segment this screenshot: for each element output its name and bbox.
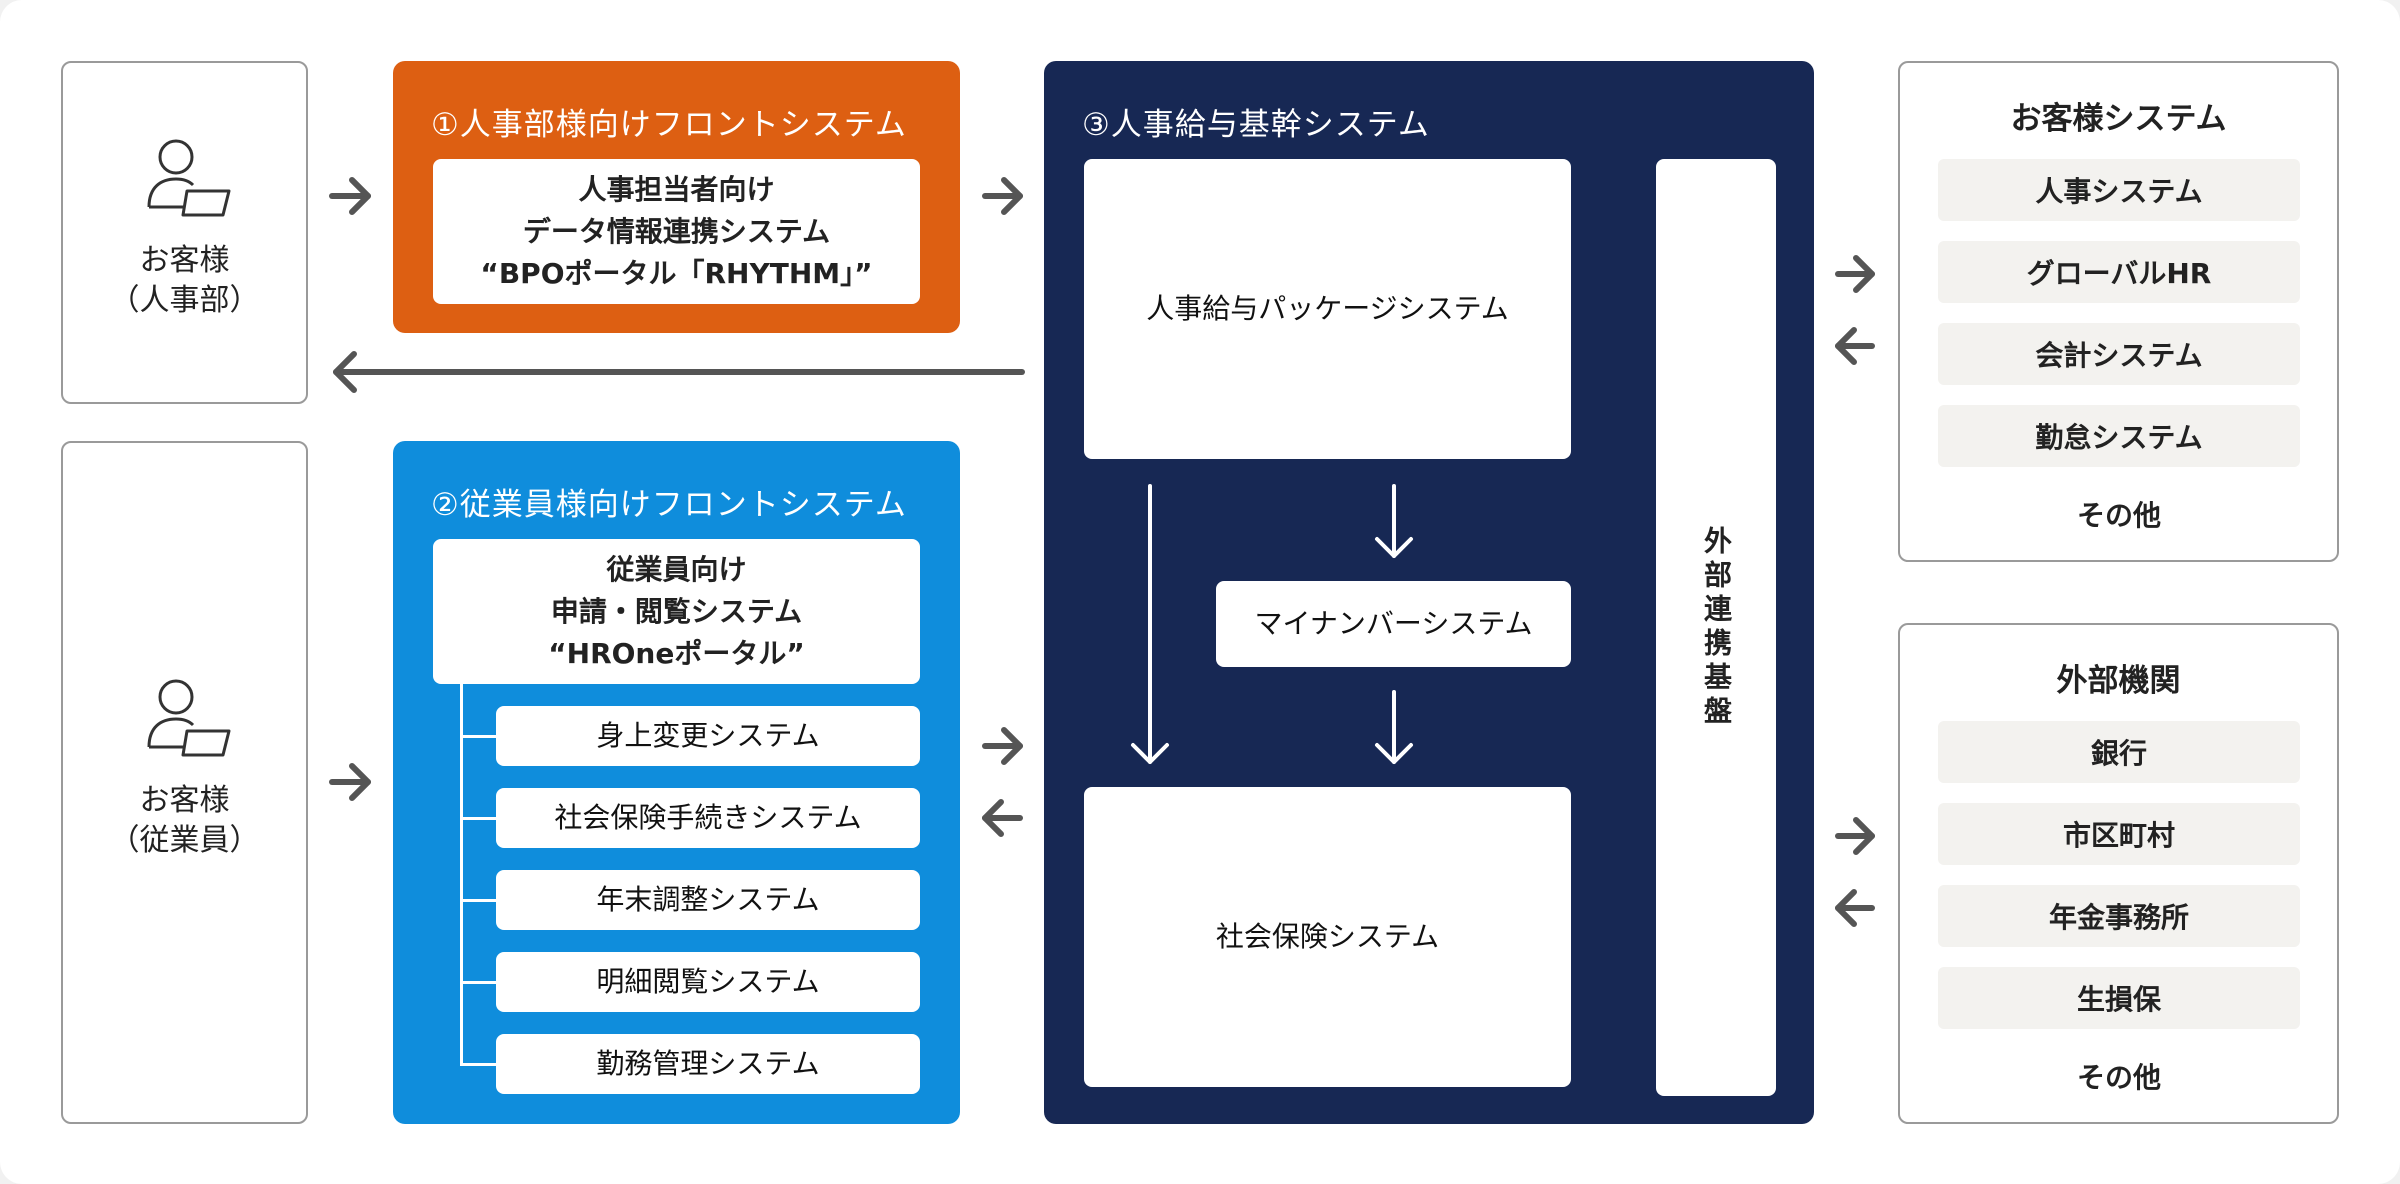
hrone-portal-box: 従業員向け 申請・閲覧システム “HROneポータル” bbox=[433, 539, 920, 684]
arrow-right-icon bbox=[329, 763, 371, 801]
customer-systems-panel: お客様システム 人事システム グローバルHR 会計システム 勤怠システム その他 bbox=[1898, 61, 2339, 562]
customer-system-item: グローバルHR bbox=[1938, 241, 2300, 303]
rhythm-line-3: “BPOポータル「RHYTHM」” bbox=[480, 256, 873, 290]
subsystem-social-insurance-procedures: 社会保険手続きシステム bbox=[496, 788, 920, 848]
hrone-line-1: 従業員向け bbox=[606, 552, 747, 586]
rhythm-line-1: 人事担当者向け bbox=[578, 172, 775, 206]
user-laptop-icon bbox=[147, 679, 231, 757]
arrow-down-icon bbox=[1375, 690, 1413, 764]
external-organizations-panel: 外部機関 銀行 市区町村 年金事務所 生損保 その他 bbox=[1898, 623, 2339, 1124]
rhythm-portal-box: 人事担当者向け データ情報連携システム “BPOポータル「RHYTHM」” bbox=[433, 159, 920, 304]
customer-system-item: 人事システム bbox=[1938, 159, 2300, 221]
subsystem-payslip-viewing: 明細閲覧システム bbox=[496, 952, 920, 1012]
customer-employee-box: お客様 （従業員） bbox=[61, 441, 308, 1124]
subsystem-personal-change: 身上変更システム bbox=[496, 706, 920, 766]
tree-connector-branch bbox=[460, 1063, 500, 1066]
arrow-right-icon bbox=[329, 177, 371, 215]
front-employee-title: ②従業員様向けフロントシステム bbox=[431, 487, 907, 523]
front-employee-panel: ②従業員様向けフロントシステム 従業員向け 申請・閲覧システム “HROneポー… bbox=[393, 441, 960, 1124]
customer-system-item: 勤怠システム bbox=[1938, 405, 2300, 467]
hrone-line-3: “HROneポータル” bbox=[548, 636, 805, 670]
core-system-title: ③人事給与基幹システム bbox=[1082, 107, 1430, 143]
arrow-left-icon bbox=[1835, 889, 1875, 927]
tree-connector-branch bbox=[460, 899, 500, 902]
external-organization-item: 生損保 bbox=[1938, 967, 2300, 1029]
arrow-down-icon bbox=[1131, 484, 1169, 764]
user-laptop-icon bbox=[147, 139, 231, 217]
external-organization-item: 年金事務所 bbox=[1938, 885, 2300, 947]
external-organization-item: 銀行 bbox=[1938, 721, 2300, 783]
customer-employee-label-1: お客様 bbox=[139, 783, 230, 818]
tree-connector-branch bbox=[460, 817, 500, 820]
arrow-down-icon bbox=[1375, 484, 1413, 558]
customer-employee-label-2: （従業員） bbox=[109, 823, 260, 858]
customer-hr-label-2: （人事部） bbox=[109, 283, 260, 318]
rhythm-line-2: データ情報連携システム bbox=[522, 214, 831, 248]
hrone-line-2: 申請・閲覧システム bbox=[550, 594, 803, 628]
customer-hr-label-1: お客様 bbox=[139, 243, 230, 278]
social-insurance-system-box: 社会保険システム bbox=[1084, 787, 1571, 1087]
arrow-right-icon bbox=[982, 177, 1023, 215]
customer-hr-box: お客様 （人事部） bbox=[61, 61, 308, 404]
package-system-box: 人事給与パッケージシステム bbox=[1084, 159, 1571, 459]
core-system-panel: ③人事給与基幹システム 人事給与パッケージシステム マイナンバーシステム 社会保… bbox=[1044, 61, 1814, 1124]
arrow-left-long-icon bbox=[333, 351, 1025, 393]
subsystem-year-end-adjustment: 年末調整システム bbox=[496, 870, 920, 930]
front-hr-title: ①人事部様向けフロントシステム bbox=[431, 107, 907, 143]
external-integration-label: 外部連携基盤 bbox=[1700, 525, 1733, 730]
external-organization-other: その他 bbox=[2076, 1061, 2161, 1094]
tree-connector-branch bbox=[460, 981, 500, 984]
subsystem-attendance-management: 勤務管理システム bbox=[496, 1034, 920, 1094]
arrow-left-icon bbox=[982, 799, 1023, 837]
arrow-right-icon bbox=[982, 727, 1023, 765]
front-hr-panel: ①人事部様向けフロントシステム 人事担当者向け データ情報連携システム “BPO… bbox=[393, 61, 960, 333]
arrow-right-icon bbox=[1835, 817, 1875, 855]
customer-systems-title: お客様システム bbox=[2010, 101, 2227, 137]
tree-connector-branch bbox=[460, 735, 500, 738]
tree-connector-vertical bbox=[460, 684, 463, 1066]
external-integration-box: 外部連携基盤 bbox=[1656, 159, 1776, 1096]
external-organization-item: 市区町村 bbox=[1938, 803, 2300, 865]
customer-system-item: 会計システム bbox=[1938, 323, 2300, 385]
mynumber-system-box: マイナンバーシステム bbox=[1216, 581, 1571, 667]
external-organizations-title: 外部機関 bbox=[2056, 663, 2181, 699]
arrow-left-icon bbox=[1835, 327, 1875, 365]
customer-system-other: その他 bbox=[2076, 499, 2161, 532]
arrow-right-icon bbox=[1835, 255, 1875, 293]
